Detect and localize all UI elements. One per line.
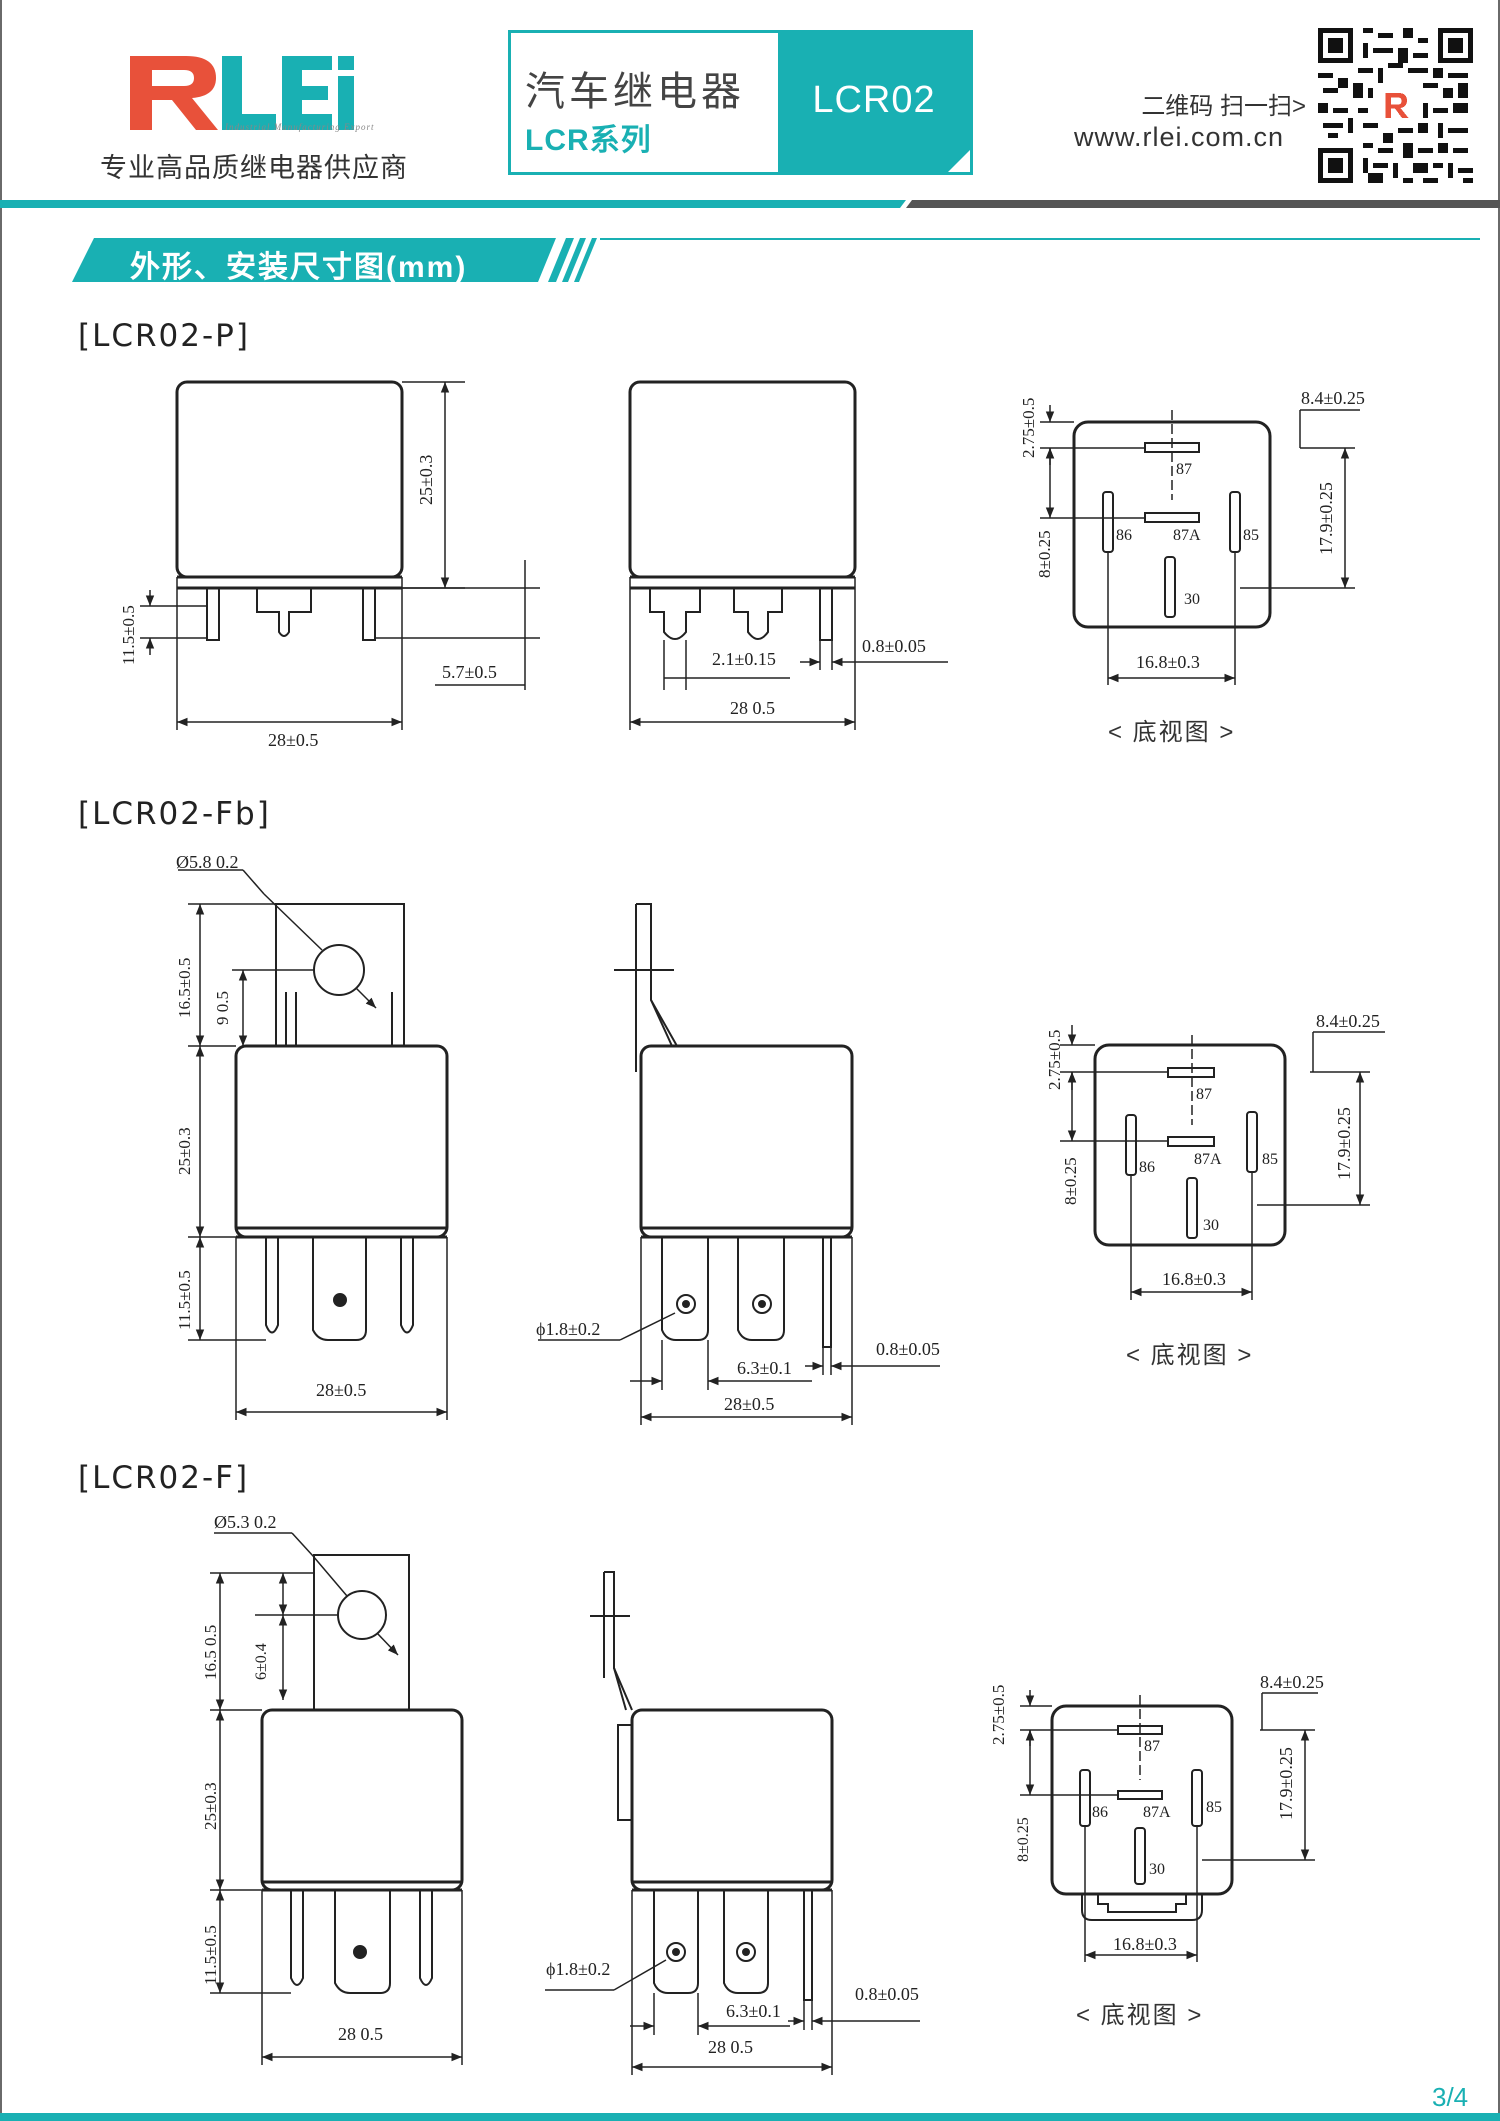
p-side-view	[628, 380, 948, 730]
dim-f-25: 25±0.3	[201, 1782, 220, 1830]
variant-label-lcr02-fb: [LCR02-Fb]	[78, 796, 271, 832]
pin-f-30: 30	[1149, 1861, 1165, 1878]
pin-f-86: 86	[1092, 1804, 1108, 1821]
dim-p-5-7: 5.7±0.5	[442, 662, 497, 682]
section-title: 外形、安装尺寸图(mm)	[130, 251, 468, 284]
dim-p-2-75: 2.75±0.5	[1019, 398, 1038, 458]
pin-p-85: 85	[1243, 527, 1259, 544]
dim-p-25: 25±0.3	[416, 455, 436, 505]
variant-label-lcr02-p: [LCR02-P]	[78, 318, 250, 354]
variant-label-lcr02-f: [LCR02-F]	[78, 1460, 250, 1496]
dim-p-8-4: 8.4±0.25	[1301, 388, 1365, 408]
model-code: LCR02	[812, 79, 936, 121]
pin-p-87a: 87A	[1173, 527, 1201, 544]
footer-bar	[0, 2113, 1500, 2121]
dim-fb-phi-5-8: Ø5.8 0.2	[176, 852, 239, 872]
dim-fb-16-8: 16.8±0.3	[1162, 1269, 1226, 1289]
product-box: 汽车继电器 LCR系列 LCR02	[508, 30, 973, 175]
corner-cut	[948, 150, 970, 172]
dim-fb-9: 9 0.5	[213, 991, 232, 1025]
pin-fb-30: 30	[1203, 1217, 1219, 1234]
fb-front-view	[234, 903, 449, 1341]
pin-p-30: 30	[1184, 591, 1200, 608]
dim-f-28: 28 0.5	[338, 2024, 383, 2044]
dim-p-16-8: 16.8±0.3	[1136, 652, 1200, 672]
dim-p-8: 8±0.25	[1035, 530, 1054, 578]
fb-front-dims	[178, 869, 448, 1420]
dim-f-8-4: 8.4±0.25	[1260, 1672, 1324, 1692]
dim-p-28: 28±0.5	[268, 730, 318, 750]
dim-p-side-28: 28 0.5	[730, 698, 775, 718]
dim-f-0-8: 0.8±0.05	[855, 1984, 919, 2004]
product-title: 汽车继电器	[525, 70, 745, 114]
brand-logo	[126, 52, 356, 134]
pin-fb-85: 85	[1262, 1151, 1278, 1168]
company-tagline: 专业高品质继电器供应商	[100, 153, 408, 183]
fb-bottom-view	[1060, 1025, 1385, 1300]
dim-fb-11-5: 11.5±0.5	[175, 1270, 194, 1330]
section-heading-bar	[72, 238, 1480, 282]
fb-side-view	[538, 903, 940, 1425]
pin-fb-87: 87	[1196, 1086, 1212, 1103]
dim-p-0-8: 0.8±0.05	[862, 636, 926, 656]
dim-fb-28: 28±0.5	[316, 1380, 366, 1400]
dim-fb-0-8: 0.8±0.05	[876, 1339, 940, 1359]
f-bottom-view	[1020, 1690, 1318, 1962]
bottom-view-label-f: < 底视图 >	[1076, 2002, 1204, 2029]
dim-f-side-28: 28 0.5	[708, 2037, 753, 2057]
dim-f-2-75: 2.75±0.5	[989, 1685, 1008, 1745]
p-bottom-view	[1040, 405, 1360, 685]
logo-subtext: Industrial Manufacturing Export	[225, 122, 375, 132]
dim-fb-25: 25±0.3	[175, 1127, 194, 1175]
website-url: www.rlei.com.cn	[1074, 122, 1285, 152]
header-rule	[0, 200, 1500, 208]
dim-fb-phi-1-8: ϕ1.8±0.2	[536, 1319, 600, 1339]
f-side-view	[545, 1571, 920, 2075]
dim-p-11-5: 11.5±0.5	[119, 605, 138, 665]
qr-scan-text: 二维码 扫一扫>	[1141, 93, 1306, 120]
dim-fb-16-5: 16.5±0.5	[175, 958, 194, 1018]
dim-f-16-5: 16.5 0.5	[201, 1625, 220, 1680]
pin-p-87: 87	[1176, 461, 1192, 478]
dim-f-6-3: 6.3±0.1	[726, 2001, 781, 2021]
p-front-dims	[140, 381, 540, 730]
dim-fb-side-28: 28±0.5	[724, 1394, 774, 1414]
pin-f-85: 85	[1206, 1799, 1222, 1816]
dim-p-2-1: 2.1±0.15	[712, 649, 776, 669]
series-label: LCR系列	[525, 124, 652, 157]
dim-fb-2-75: 2.75±0.5	[1045, 1030, 1064, 1090]
pin-fb-86: 86	[1139, 1159, 1155, 1176]
f-front-view	[210, 1532, 464, 2065]
page-number: 3/4	[1432, 2082, 1469, 2112]
dim-fb-8: 8±0.25	[1061, 1157, 1080, 1205]
dim-f-17-9: 17.9±0.25	[1276, 1747, 1296, 1820]
dim-f-8: 8±0.25	[1015, 1817, 1032, 1862]
pin-p-86: 86	[1116, 527, 1132, 544]
bottom-view-label-fb: < 底视图 >	[1126, 1342, 1254, 1369]
dim-f-phi-1-8: ϕ1.8±0.2	[546, 1959, 610, 1979]
dim-f-phi-5-3: Ø5.3 0.2	[214, 1512, 277, 1532]
dim-fb-8-4: 8.4±0.25	[1316, 1011, 1380, 1031]
dim-p-17-9: 17.9±0.25	[1316, 482, 1336, 555]
dim-fb-17-9: 17.9±0.25	[1334, 1107, 1354, 1180]
dim-f-6: 6±0.4	[253, 1643, 270, 1680]
pin-f-87: 87	[1144, 1738, 1160, 1755]
dim-f-11-5: 11.5±0.5	[201, 1925, 220, 1985]
model-panel: LCR02	[778, 33, 970, 172]
dim-fb-6-3: 6.3±0.1	[737, 1358, 792, 1378]
p-front-view	[175, 380, 404, 641]
dim-f-16-8: 16.8±0.3	[1113, 1934, 1177, 1954]
qr-code[interactable]	[1318, 28, 1473, 183]
bottom-view-label-p: < 底视图 >	[1108, 719, 1236, 746]
pin-fb-87a: 87A	[1194, 1151, 1222, 1168]
pin-f-87a: 87A	[1143, 1804, 1171, 1821]
